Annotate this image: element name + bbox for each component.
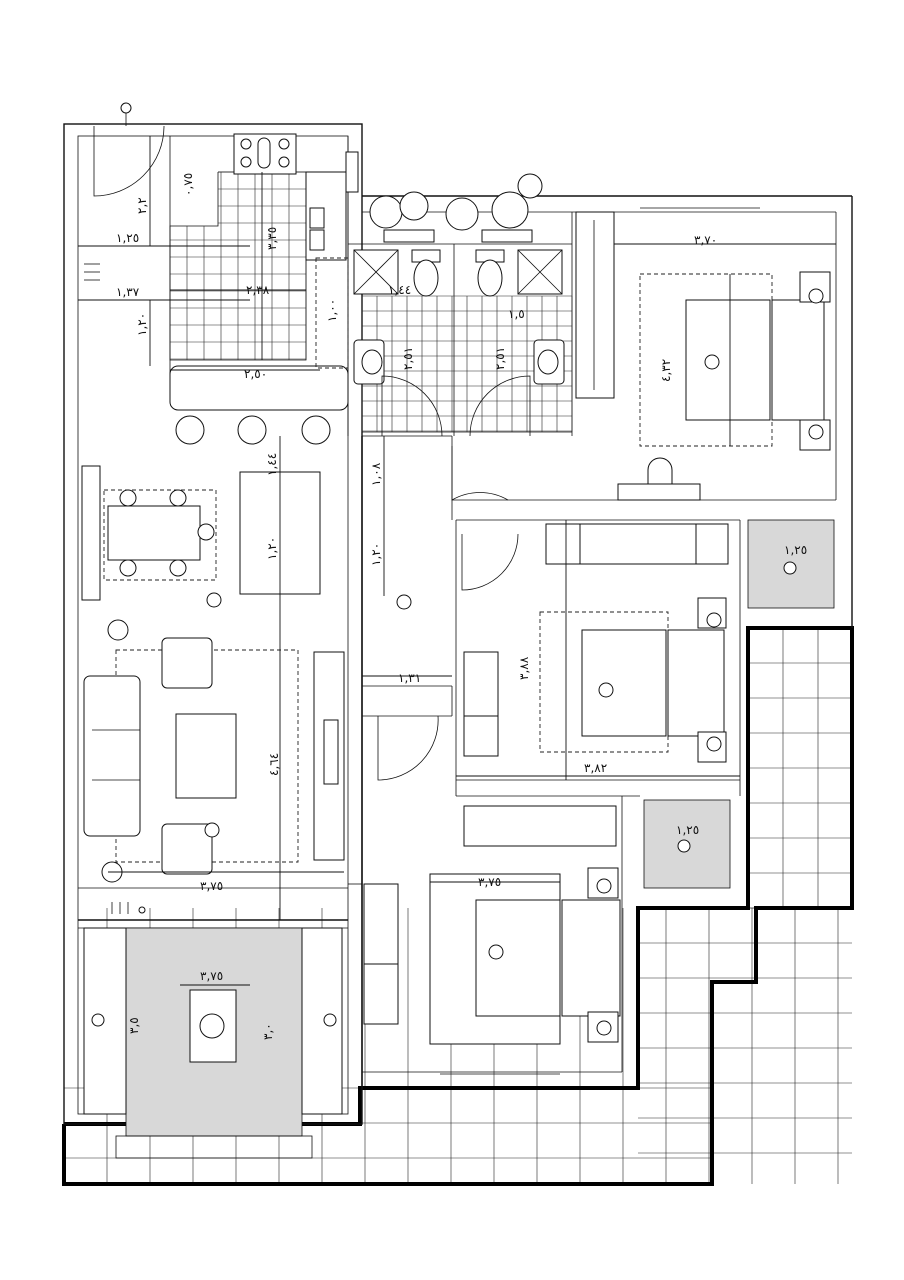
dim-kitchen-width: ٢,٣٨ — [246, 283, 270, 297]
dining-area — [81, 465, 321, 608]
dimension-labels: ٢,٢ ٠,٧٥ ١,٢٥ ١,٣٧ ١,٢٠ ٣,٣٥ ٢,٣٨ ١,٠٠ ٢… — [116, 173, 807, 1040]
bathrooms — [353, 249, 573, 437]
dim-bed1-width: ٣,٧٠ — [694, 233, 717, 247]
dim-bed2-width: ٣,٨٢ — [584, 761, 607, 775]
dim-kitchen-height: ٢,٢ — [135, 197, 149, 214]
dim-dining-table: ١,٢٠ — [265, 537, 279, 560]
dim-bath-left-w: ٢,٥١ — [401, 347, 415, 370]
corridor — [377, 446, 519, 781]
dim-dining-gap: ١,٤٤ — [265, 453, 279, 476]
dim-bath-left: ١,٤٤ — [388, 283, 411, 297]
dimension-lines — [78, 136, 836, 986]
entry-door — [93, 102, 165, 197]
dim-kitchen-side-c: ١,٢٠ — [135, 313, 149, 336]
dim-terrace-width: ٣,٧٥ — [200, 969, 223, 983]
dim-bed3-width: ٣,٧٥ — [478, 875, 501, 889]
kitchen-tiles — [169, 171, 307, 361]
dim-corridor-w: ١,٣١ — [398, 671, 421, 685]
dim-kitchen-bottom: ٢,٥٠ — [244, 367, 267, 381]
dim-corridor-a: ١,٠٨ — [369, 462, 383, 486]
bedroom-1 — [575, 207, 831, 501]
dim-bed2-depth: ٣,٨٨ — [517, 656, 531, 680]
bedroom-3 — [363, 805, 621, 1075]
terrace-left — [83, 927, 343, 1159]
dim-bath-right: ١,٥ — [508, 307, 525, 321]
balcony-1 — [747, 519, 835, 609]
dim-kitchen-counter: ١,٠٠ — [325, 299, 339, 322]
dim-bath-right-w: ٢,٥١ — [493, 347, 507, 370]
dim-balcony1: ١,٢٥ — [784, 543, 807, 557]
dim-living-depth: ٤,٦٤ — [267, 753, 281, 776]
balcony-2 — [643, 799, 731, 889]
dim-balcony2: ١,٢٥ — [676, 823, 699, 837]
bar-stools — [175, 415, 331, 445]
dim-kitchen-side-a: ١,٢٥ — [116, 231, 139, 245]
bedroom-2 — [463, 523, 729, 763]
living-area — [83, 263, 345, 914]
dim-bed1-depth: ٤,٣٢ — [659, 359, 673, 382]
plants — [369, 173, 543, 243]
dim-corridor-b: ١,٢٠ — [369, 543, 383, 566]
dim-kitchen-side-b: ١,٣٧ — [116, 285, 140, 299]
dim-terrace-right: ٣,٠ — [261, 1023, 275, 1040]
dim-kitchen-depth: ٣,٣٥ — [265, 227, 279, 250]
dim-terrace-left: ٣,٥ — [127, 1017, 141, 1034]
dim-kitchen-width-top: ٠,٧٥ — [181, 173, 195, 196]
kitchen-counter — [169, 133, 359, 411]
dim-living-width: ٣,٧٥ — [200, 879, 223, 893]
